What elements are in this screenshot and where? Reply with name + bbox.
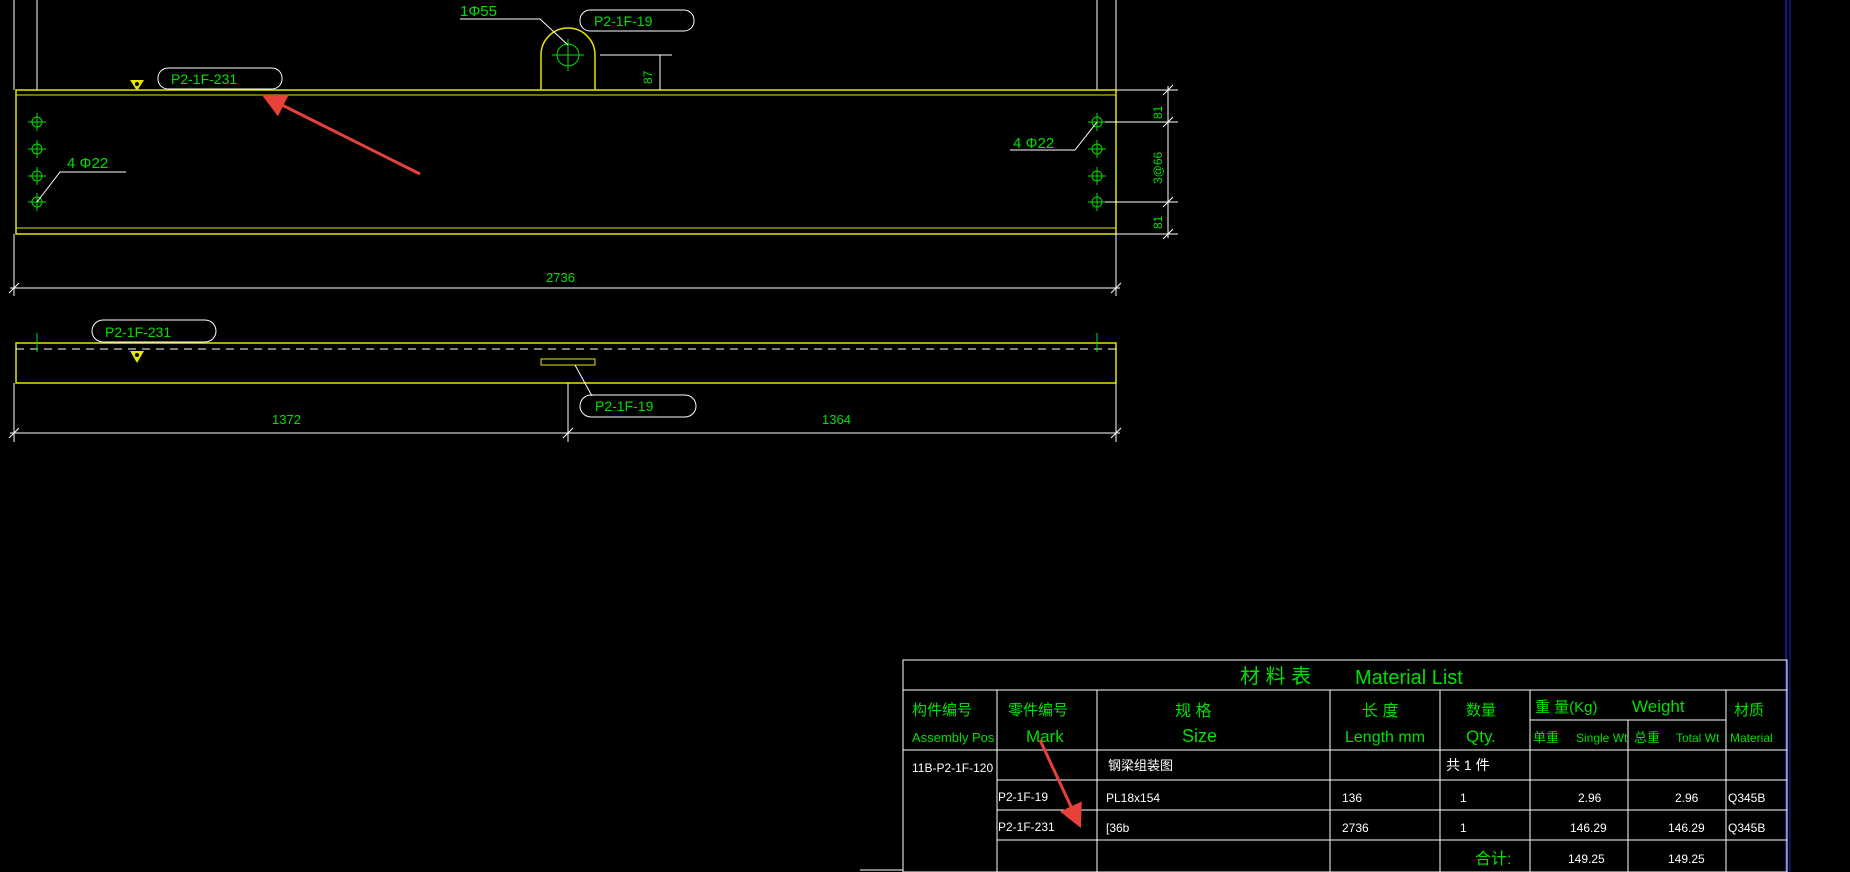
right-hole-note: 4 Φ22 <box>1013 135 1054 152</box>
assembly-pos[interactable]: 11B-P2-1F-120 <box>912 761 993 775</box>
left-hole-group <box>28 113 46 211</box>
weld-symbol-icon <box>135 353 139 357</box>
header-total-cn: 总重 <box>1634 730 1660 745</box>
header-assembly-cn: 构件编号 <box>912 702 972 719</box>
material-list-table: 材 料 表 Material List 构件编号 Assembly Pos 零件… <box>860 659 1788 872</box>
header-length-cn: 长 度 <box>1362 702 1398 720</box>
part-single-weight: 146.29 <box>1570 821 1607 835</box>
part-total-weight: 146.29 <box>1668 821 1705 835</box>
sum-single-weight: 149.25 <box>1568 852 1605 866</box>
side-channel-tag-text: P2-1F-231 <box>105 324 171 340</box>
leader-line <box>574 364 593 397</box>
part-qty: 1 <box>1460 791 1467 805</box>
channel-member-elevation[interactable] <box>15 342 1117 384</box>
red-arrow-annotation <box>261 94 421 176</box>
weld-symbol-icon <box>135 82 139 86</box>
lug-plate[interactable] <box>540 27 596 90</box>
part-length: 2736 <box>1342 821 1369 835</box>
channel-member-plan[interactable] <box>15 89 1117 235</box>
header-mark-en: Mark <box>1026 727 1064 746</box>
table-row[interactable]: P2-1F-19 PL18x154 136 1 2.96 2.96 Q345B <box>998 790 1765 805</box>
header-single-cn: 单重 <box>1533 730 1559 745</box>
lug-tag-bubble[interactable] <box>579 9 695 32</box>
leader-line <box>36 171 126 203</box>
lug-tag-text: P2-1F-19 <box>594 13 653 29</box>
part-qty: 1 <box>1460 821 1467 835</box>
lug-callout-text: 1Φ55 <box>460 3 497 20</box>
part-mark: P2-1F-19 <box>998 790 1048 804</box>
channel-tag-bubble[interactable] <box>157 67 283 90</box>
part-size: [36b <box>1106 821 1130 835</box>
vert-dim-top: 81 <box>1151 105 1165 119</box>
channel-tag-text: P2-1F-231 <box>171 71 237 87</box>
plate-tag-bubble[interactable] <box>579 394 697 418</box>
dim-right-text: 1364 <box>822 412 851 427</box>
header-total-en: Total Wt <box>1676 731 1720 745</box>
right-hole-group <box>1088 113 1106 211</box>
part-size: PL18x154 <box>1106 791 1160 805</box>
table-title-cn: 材 料 表 <box>1240 665 1311 688</box>
header-qty-en: Qty. <box>1466 727 1496 746</box>
vertical-dimensions <box>1105 84 1178 240</box>
header-size-en: Size <box>1182 726 1217 746</box>
header-material-cn: 材质 <box>1734 702 1764 719</box>
leader-line <box>460 18 569 46</box>
overall-length-text: 2736 <box>546 270 575 285</box>
header-length-en: Length mm <box>1345 729 1425 746</box>
header-qty-cn: 数量 <box>1466 702 1496 719</box>
header-material-en: Material <box>1730 731 1773 745</box>
red-arrow-annotation <box>1038 739 1082 829</box>
overall-length-dimension <box>8 234 1122 296</box>
assembly-count: 共 1 件 <box>1446 757 1490 773</box>
assembly-description: 钢梁组装图 <box>1108 758 1173 773</box>
part-length: 136 <box>1342 791 1362 805</box>
side-plate-tag-text: P2-1F-19 <box>595 398 654 414</box>
part-material: Q345B <box>1728 791 1765 805</box>
vert-dim-bottom: 81 <box>1151 215 1165 229</box>
side-length-dimensions <box>8 383 1122 442</box>
side-view: P2-1F-231 P2-1F-19 1372 1364 <box>8 319 1122 442</box>
vert-dim-mid: 3@66 <box>1151 151 1165 184</box>
dim-left-text: 1372 <box>272 412 301 427</box>
header-mark-cn: 零件编号 <box>1008 702 1068 719</box>
header-assembly-en: Assembly Pos <box>912 730 995 745</box>
table-row[interactable]: P2-1F-231 [36b 2736 1 146.29 146.29 Q345… <box>998 820 1765 835</box>
sum-total-weight: 149.25 <box>1668 852 1705 866</box>
part-material: Q345B <box>1728 821 1765 835</box>
part-single-weight: 2.96 <box>1578 791 1602 805</box>
header-weight-en: Weight <box>1632 697 1685 716</box>
header-weight-cn: 重 量(Kg) <box>1535 699 1598 716</box>
lug-height-dim: 87 <box>641 70 655 84</box>
part-mark: P2-1F-231 <box>998 820 1055 834</box>
lug-plate-section[interactable] <box>540 358 596 366</box>
header-size-cn: 规 格 <box>1175 702 1211 720</box>
sum-label: 合计: <box>1475 850 1511 868</box>
top-view: 1Φ55 P2-1F-19 87 P2-1F-231 4 Φ22 4 Φ22 <box>8 0 1178 296</box>
left-hole-note: 4 Φ22 <box>67 155 108 172</box>
table-title-en: Material List <box>1355 667 1463 689</box>
header-single-en: Single Wt <box>1576 731 1628 745</box>
leader-line <box>1010 121 1098 151</box>
channel-tag-bubble[interactable] <box>91 319 217 343</box>
part-total-weight: 2.96 <box>1675 791 1699 805</box>
